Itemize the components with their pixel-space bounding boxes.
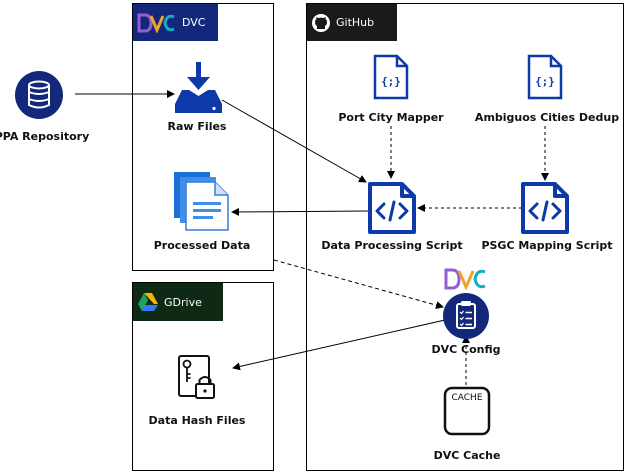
code-file-icon — [368, 182, 416, 234]
ambiguous-cities-dedup-node: {;} — [527, 54, 563, 104]
github-panel-header: GitHub — [307, 4, 397, 41]
dvc-logo-icon — [137, 13, 175, 33]
gdrive-panel-header: GDrive — [133, 283, 223, 321]
dvc-logo-icon — [444, 268, 486, 290]
svg-text:{;}: {;} — [381, 75, 401, 88]
documents-icon — [174, 172, 229, 231]
processed-data-node — [172, 170, 232, 236]
dvc-panel-header: DVC — [133, 4, 218, 41]
download-drive-icon — [175, 62, 222, 113]
cache-box-icon — [443, 386, 491, 436]
code-file-icon — [521, 182, 569, 234]
svg-text:{;}: {;} — [535, 75, 555, 88]
json-file-icon: {;} — [373, 54, 409, 100]
gdrive-panel-title: GDrive — [164, 295, 202, 309]
port-city-mapper-node: {;} — [373, 54, 409, 104]
data-hash-files-node — [177, 354, 217, 404]
port-city-mapper-label: Port City Mapper — [338, 111, 444, 124]
edge-processing-to-processed — [231, 207, 369, 216]
data-hash-files-label: Data Hash Files — [148, 414, 246, 427]
data-processing-script-node — [367, 181, 417, 239]
edge-config-to-hash — [232, 319, 446, 371]
ambiguous-cities-dedup-label: Ambiguos Cities Dedup — [474, 111, 620, 124]
dvc-cache-label: DVC Cache — [433, 449, 501, 462]
google-drive-icon — [138, 293, 158, 311]
psgc-mapping-script-label: PSGC Mapping Script — [481, 239, 613, 252]
ppa-repository-node — [14, 70, 64, 124]
dvc-panel-title: DVC — [182, 16, 206, 29]
github-panel-title: GitHub — [336, 16, 375, 29]
locked-file-icon — [178, 355, 215, 399]
cache-box-text: CACHE — [451, 393, 483, 403]
edge-raw-to-processing — [221, 99, 367, 183]
edge-dvcpanel-to-config — [273, 259, 444, 309]
clipboard-icon — [443, 293, 489, 339]
ppa-repository-label: PPA Repository — [0, 130, 90, 143]
database-icon — [15, 71, 63, 119]
dvc-config-label: DVC Config — [431, 343, 501, 356]
gdrive-panel: GDrive — [132, 282, 274, 471]
github-icon — [312, 13, 330, 32]
data-processing-script-label: Data Processing Script — [321, 239, 463, 252]
processed-data-label: Processed Data — [153, 239, 251, 252]
json-file-icon: {;} — [527, 54, 563, 100]
raw-files-node — [172, 60, 224, 118]
psgc-mapping-script-node — [520, 181, 570, 239]
dvc-cache-node: CACHE — [443, 386, 491, 440]
raw-files-label: Raw Files — [167, 120, 227, 133]
